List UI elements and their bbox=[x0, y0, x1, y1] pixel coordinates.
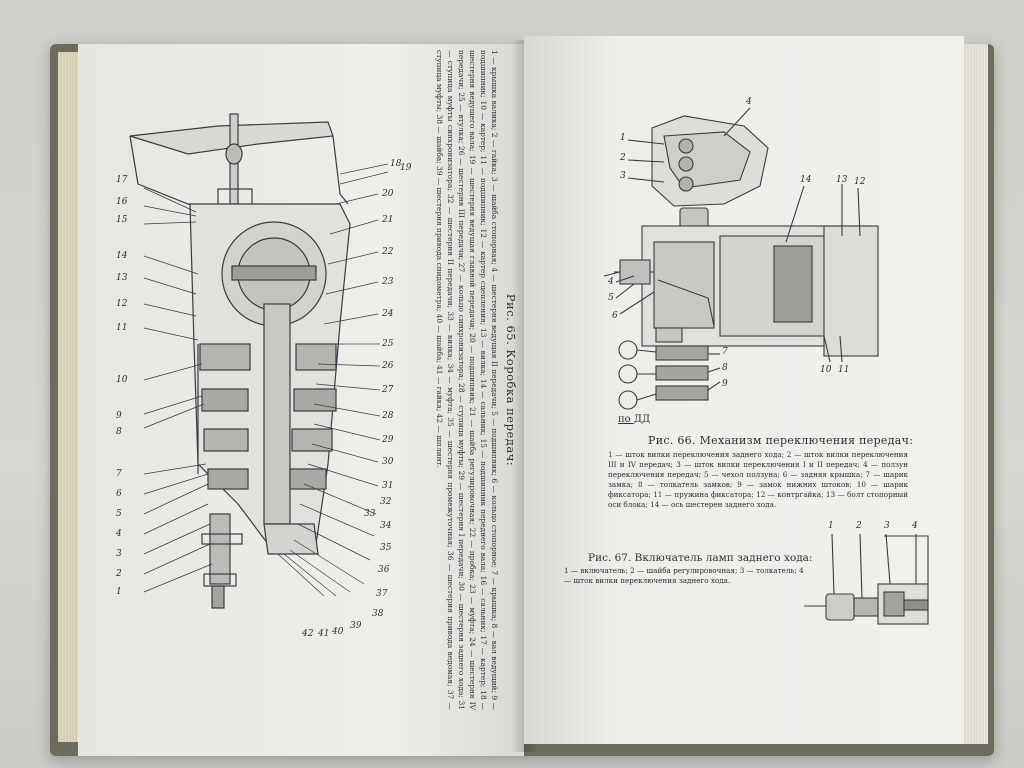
figure-66-drawing bbox=[603, 107, 929, 625]
figure-65-caption: 1 — крышка валика; 2 — гайка; 3 — шайба … bbox=[435, 50, 499, 710]
figure-65-drawing bbox=[129, 113, 389, 609]
callout-label: 12 bbox=[854, 177, 866, 187]
callout-label: 1 bbox=[620, 133, 626, 143]
callout-label: 4 bbox=[608, 277, 614, 287]
right-page-edges bbox=[962, 44, 988, 744]
callout-label: 4 bbox=[912, 521, 918, 531]
callout-label: 4 bbox=[746, 97, 752, 107]
callout-label: 9 bbox=[722, 379, 728, 389]
right-page: 1 2 3 4 14 13 12 4 5 6 7 8 9 10 11 по ДД… bbox=[524, 36, 964, 744]
callout-label: 11 bbox=[838, 365, 850, 375]
figure-66-caption: 1 — шток вилки переключения заднего хода… bbox=[608, 450, 908, 509]
figure-66-title: Рис. 66. Механизм переключения передач: bbox=[648, 434, 914, 447]
figure-65-caption-block: Рис. 65. Коробка передач: 1 — крышка вал… bbox=[434, 50, 518, 710]
callout-label: 13 bbox=[836, 175, 848, 185]
callout-label: 3 bbox=[884, 521, 890, 531]
figure-66-callouts: 1 2 3 4 14 13 12 4 5 6 7 8 9 10 11 bbox=[524, 36, 964, 436]
callout-label: 3 bbox=[620, 171, 626, 181]
callout-label: 5 bbox=[608, 293, 614, 303]
left-page: 17 16 15 14 13 12 11 10 9 8 7 6 5 4 3 2 … bbox=[78, 44, 524, 756]
callout-label: 1 bbox=[828, 521, 834, 531]
callout-label: 6 bbox=[612, 311, 618, 321]
section-label: по ДД bbox=[618, 414, 651, 425]
callout-label: 8 bbox=[722, 363, 728, 373]
callout-label: 2 bbox=[620, 153, 626, 163]
figure-67-title: Рис. 67. Включатель ламп заднего хода: bbox=[588, 552, 813, 564]
callout-label: 2 bbox=[856, 521, 862, 531]
callout-label: 14 bbox=[800, 175, 812, 185]
callout-label: 10 bbox=[820, 365, 832, 375]
figure-67-callouts: 1 2 3 4 bbox=[524, 36, 964, 744]
callout-label: 7 bbox=[722, 347, 728, 357]
left-page-edges bbox=[58, 52, 80, 742]
figure-67-caption: 1 — включатель; 2 — шайба регулировочная… bbox=[564, 566, 804, 585]
